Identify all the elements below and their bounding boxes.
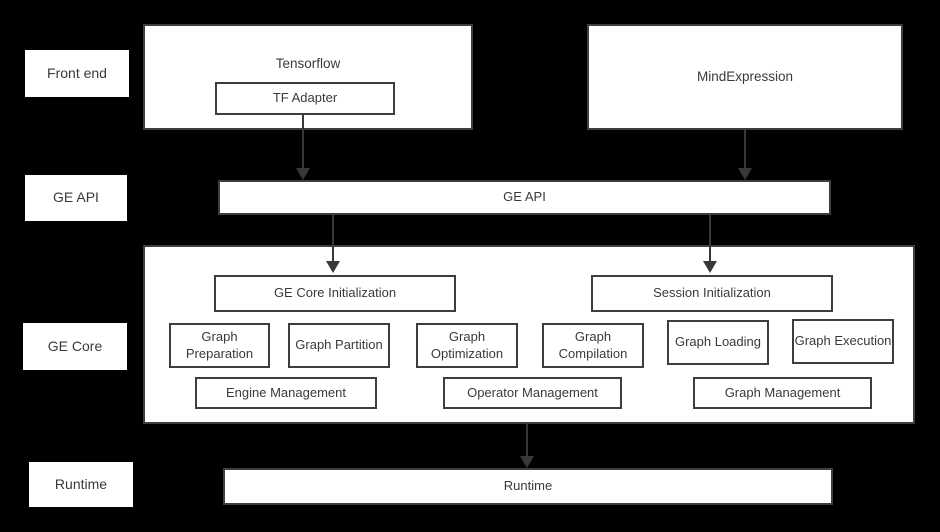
ge-api-bar-label: GE API: [503, 189, 546, 205]
arrow-ge-api-to-ge-core-initialization: [326, 215, 340, 273]
graph-loading-label: Graph Loading: [674, 334, 761, 350]
arrow-tf-adapter-to-ge-api: [296, 113, 310, 180]
graph-preparation-label: Graph Preparation: [185, 329, 254, 361]
engine-management-box: Engine Management: [195, 377, 377, 409]
tf-adapter-label: TF Adapter: [272, 90, 338, 106]
graph-execution-box: Graph Execution: [792, 319, 894, 364]
ge-core-initialization-label: GE Core Initialization: [273, 285, 397, 301]
graph-management-label: Graph Management: [724, 384, 841, 400]
ge-core-box: GE Core Initialization Session Initializ…: [143, 245, 915, 424]
row-label-ge-core: GE Core: [23, 323, 127, 370]
graph-optimization-box: Graph Optimization: [416, 323, 518, 368]
runtime-bar: Runtime: [223, 468, 833, 505]
mindexpression-box: MindExpression: [587, 24, 903, 130]
row-label-runtime: Runtime: [29, 462, 133, 507]
arrow-head-icon: [520, 456, 534, 468]
row-label-front-end: Front end: [25, 50, 129, 97]
row-label-ge-api: GE API: [25, 175, 127, 221]
arrow-head-icon: [296, 168, 310, 180]
arrow-ge-core-to-runtime: [520, 424, 534, 468]
session-initialization-label: Session Initialization: [653, 285, 771, 301]
row-label-front-end-text: Front end: [47, 64, 107, 81]
graph-management-box: Graph Management: [693, 377, 872, 409]
mindexpression-label: MindExpression: [696, 68, 794, 84]
runtime-bar-label: Runtime: [503, 478, 553, 494]
arrow-shaft: [744, 130, 746, 170]
row-label-runtime-text: Runtime: [54, 475, 108, 492]
graph-compilation-box: Graph Compilation: [542, 323, 644, 368]
arrow-shaft: [709, 215, 711, 263]
tensorflow-box: Tensorflow TF Adapter: [143, 24, 473, 130]
arrow-ge-api-to-session-initialization: [703, 215, 717, 273]
graph-compilation-label: Graph Compilation: [558, 329, 628, 361]
arrow-shaft: [526, 424, 528, 458]
graph-partition-label: Graph Partition: [295, 337, 383, 353]
operator-management-box: Operator Management: [443, 377, 622, 409]
session-initialization-box: Session Initialization: [591, 275, 833, 312]
arrow-mindexpression-to-ge-api: [738, 130, 752, 180]
graph-execution-label: Graph Execution: [794, 333, 892, 349]
ge-core-initialization-box: GE Core Initialization: [214, 275, 456, 312]
row-label-ge-core-text: GE Core: [47, 337, 103, 354]
arrow-head-icon: [326, 261, 340, 273]
arrow-shaft: [302, 113, 304, 170]
row-label-ge-api-text: GE API: [53, 189, 99, 206]
arrow-head-icon: [738, 168, 752, 180]
graph-preparation-box: Graph Preparation: [169, 323, 270, 368]
arrow-shaft: [332, 215, 334, 263]
graph-partition-box: Graph Partition: [288, 323, 390, 368]
engine-management-label: Engine Management: [226, 384, 346, 400]
graph-loading-box: Graph Loading: [667, 320, 769, 365]
ge-api-bar: GE API: [218, 180, 831, 215]
operator-management-label: Operator Management: [467, 384, 598, 400]
graph-optimization-label: Graph Optimization: [430, 329, 504, 361]
tensorflow-title: Tensorflow: [275, 56, 341, 71]
tf-adapter-box: TF Adapter: [215, 82, 395, 115]
arrow-head-icon: [703, 261, 717, 273]
